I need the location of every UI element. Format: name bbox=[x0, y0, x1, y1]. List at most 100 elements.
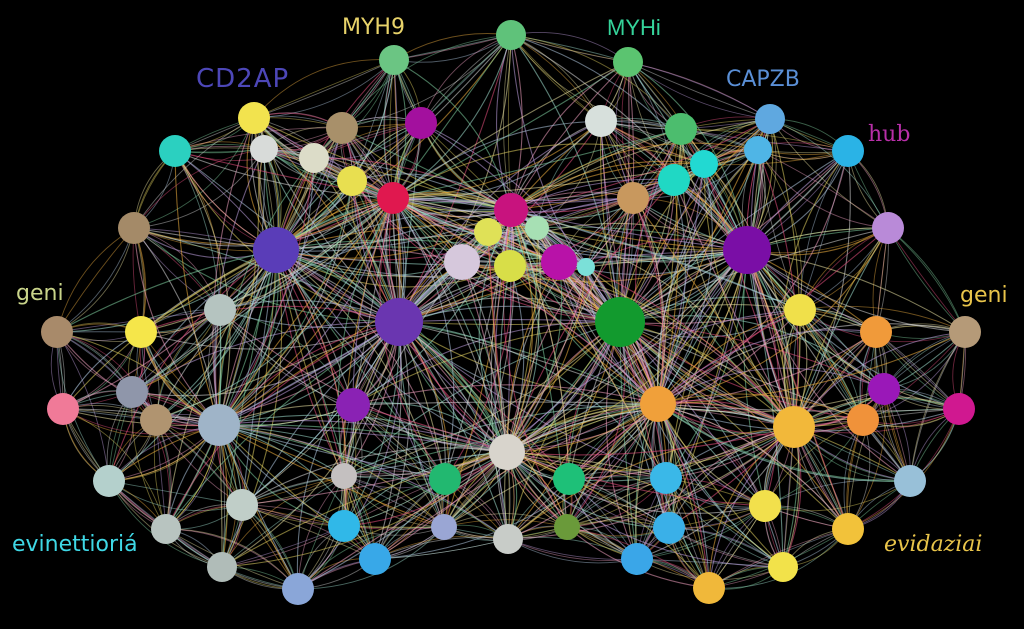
graph-node[interactable] bbox=[116, 376, 148, 408]
edge bbox=[374, 403, 659, 560]
graph-node[interactable] bbox=[125, 316, 157, 348]
graph-node[interactable] bbox=[359, 543, 391, 575]
graph-node[interactable] bbox=[872, 212, 904, 244]
edge bbox=[657, 323, 966, 405]
graph-node[interactable] bbox=[494, 250, 526, 282]
graph-node[interactable] bbox=[860, 316, 892, 348]
graph-node[interactable] bbox=[658, 164, 690, 196]
graph-node[interactable] bbox=[640, 386, 676, 422]
graph-node[interactable] bbox=[207, 552, 237, 582]
graph-node[interactable] bbox=[744, 136, 772, 164]
graph-node[interactable] bbox=[525, 216, 549, 240]
edge bbox=[392, 34, 512, 199]
graph-node[interactable] bbox=[204, 294, 236, 326]
graph-node[interactable] bbox=[331, 463, 357, 489]
graph-node[interactable] bbox=[690, 150, 718, 178]
graph-node[interactable] bbox=[431, 514, 457, 540]
label-evidaziai: evidaziai bbox=[884, 532, 983, 557]
graph-node[interactable] bbox=[650, 462, 682, 494]
graph-node[interactable] bbox=[238, 102, 270, 134]
edge bbox=[218, 424, 376, 560]
graph-node[interactable] bbox=[773, 406, 815, 448]
edge bbox=[703, 163, 795, 428]
edge bbox=[218, 197, 394, 426]
edge bbox=[657, 331, 966, 405]
edge bbox=[219, 209, 512, 311]
edge bbox=[392, 120, 682, 199]
edge bbox=[218, 180, 353, 426]
edge bbox=[616, 128, 682, 323]
graph-node[interactable] bbox=[595, 297, 645, 347]
graph-node[interactable] bbox=[621, 543, 653, 575]
graph-node[interactable] bbox=[577, 258, 595, 276]
graph-node[interactable] bbox=[832, 513, 864, 545]
graph-node[interactable] bbox=[328, 510, 360, 542]
edge bbox=[657, 403, 960, 412]
graph-node[interactable] bbox=[949, 316, 981, 348]
graph-node[interactable] bbox=[253, 227, 299, 273]
graph-node[interactable] bbox=[943, 393, 975, 425]
edge bbox=[398, 321, 667, 479]
graph-node[interactable] bbox=[337, 166, 367, 196]
edge bbox=[219, 197, 394, 311]
graph-node[interactable] bbox=[118, 212, 150, 244]
graph-node[interactable] bbox=[665, 113, 697, 145]
graph-node[interactable] bbox=[496, 20, 526, 50]
graph-node[interactable] bbox=[299, 143, 329, 173]
graph-node[interactable] bbox=[336, 388, 370, 422]
graph-node[interactable] bbox=[894, 465, 926, 497]
graph-node[interactable] bbox=[379, 45, 409, 75]
edge bbox=[253, 59, 395, 119]
graph-node[interactable] bbox=[585, 105, 617, 137]
graph-node[interactable] bbox=[493, 524, 523, 554]
graph-node[interactable] bbox=[494, 193, 528, 227]
graph-node[interactable] bbox=[755, 104, 785, 134]
graph-node[interactable] bbox=[198, 404, 240, 446]
graph-node[interactable] bbox=[47, 393, 79, 425]
node-layer bbox=[41, 20, 981, 605]
graph-node[interactable] bbox=[847, 404, 879, 436]
edge bbox=[140, 305, 400, 333]
graph-node[interactable] bbox=[474, 218, 502, 246]
edge bbox=[746, 249, 911, 482]
edge bbox=[626, 403, 659, 560]
edge bbox=[352, 404, 508, 453]
edge bbox=[155, 321, 400, 421]
edge bbox=[341, 127, 512, 211]
graph-node[interactable] bbox=[749, 490, 781, 522]
graph-node[interactable] bbox=[489, 434, 525, 470]
graph-node[interactable] bbox=[41, 316, 73, 348]
graph-node[interactable] bbox=[405, 107, 437, 139]
edge bbox=[585, 266, 659, 405]
graph-node[interactable] bbox=[444, 244, 480, 280]
graph-node[interactable] bbox=[653, 512, 685, 544]
graph-node[interactable] bbox=[282, 573, 314, 605]
graph-node[interactable] bbox=[140, 404, 172, 436]
graph-node[interactable] bbox=[832, 135, 864, 167]
graph-node[interactable] bbox=[93, 465, 125, 497]
edge bbox=[506, 451, 784, 568]
graph-node[interactable] bbox=[868, 373, 900, 405]
graph-node[interactable] bbox=[326, 112, 358, 144]
edge bbox=[219, 209, 512, 311]
graph-node[interactable] bbox=[375, 298, 423, 346]
graph-node[interactable] bbox=[613, 47, 643, 77]
edge bbox=[218, 424, 446, 480]
graph-node[interactable] bbox=[617, 182, 649, 214]
graph-node[interactable] bbox=[151, 514, 181, 544]
edge bbox=[746, 249, 966, 333]
graph-node[interactable] bbox=[159, 135, 191, 167]
graph-node[interactable] bbox=[554, 514, 580, 540]
edge bbox=[140, 197, 394, 333]
graph-node[interactable] bbox=[784, 294, 816, 326]
graph-node[interactable] bbox=[768, 552, 798, 582]
graph-node[interactable] bbox=[226, 489, 258, 521]
graph-node[interactable] bbox=[541, 244, 577, 280]
graph-node[interactable] bbox=[693, 572, 725, 604]
graph-node[interactable] bbox=[429, 463, 461, 495]
graph-node[interactable] bbox=[377, 182, 409, 214]
graph-node[interactable] bbox=[250, 135, 278, 163]
graph-node[interactable] bbox=[553, 463, 585, 495]
graph-node[interactable] bbox=[723, 226, 771, 274]
